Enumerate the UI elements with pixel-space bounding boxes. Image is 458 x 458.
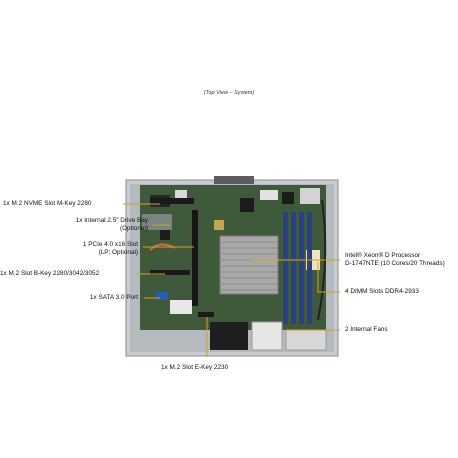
callout-pcie: 1 PCIe 4.0 x16 Slot (LP; Optional) <box>8 241 138 257</box>
callout-nvme: 1x M.2 NVME Slot M-Key 2280 <box>3 200 91 208</box>
callout-drive-bay-line1: 1x Internal 2.5" Drive Bay <box>75 217 148 224</box>
callout-pcie-line2: (LP; Optional) <box>98 249 138 257</box>
callout-pcie-line1: 1 PCIe 4.0 x16 Slot <box>82 241 138 248</box>
sata-port <box>156 292 168 300</box>
callout-sata-line1: 1x SATA 3.0 Port <box>89 294 138 301</box>
m2-b-key-slot <box>150 270 190 275</box>
callout-drive-bay-line2: (Optional) <box>119 225 148 233</box>
callout-m2b: 1x M.2 Slot B-Key 2280/3042/3052 <box>0 270 99 278</box>
callout-cpu-line1: Intel® Xeon® D Processor <box>345 252 421 259</box>
callout-cpu: Intel® Xeon® D Processor D-1747NTE (10 C… <box>345 252 445 268</box>
callout-m2b-line1: 1x M.2 Slot B-Key 2280/3042/3052 <box>0 270 100 277</box>
cpu-heatsink <box>219 235 279 295</box>
callout-line-dimm <box>317 262 340 293</box>
callout-fans-line1: 2 Internal Fans <box>345 326 388 333</box>
dimm-slots <box>283 212 312 324</box>
callout-sata: 1x SATA 3.0 Port <box>8 294 138 302</box>
pcie-slot <box>192 210 198 306</box>
callout-dimm: 4 DIMM Slots DDR4-2933 <box>345 288 419 296</box>
m2-e-key-slot <box>198 312 214 317</box>
callout-nvme-line1: 1x M.2 NVME Slot M-Key 2280 <box>3 200 92 207</box>
view-title: (Top View – System) <box>203 90 255 96</box>
drive-bay-bracket <box>142 214 172 230</box>
callout-m2e: 1x M.2 Slot E-Key 2230 <box>161 364 228 372</box>
callout-drive-bay: 1x Internal 2.5" Drive Bay (Optional) <box>18 217 148 233</box>
callout-cpu-line2: D-1747NTE (10 Cores/20 Threads) <box>345 260 445 268</box>
callout-dimm-line1: 4 DIMM Slots DDR4-2933 <box>345 288 419 295</box>
callout-lines <box>123 203 340 357</box>
callout-fans: 2 Internal Fans <box>345 326 388 334</box>
nvme-m2-slot <box>150 198 194 204</box>
internal-fans <box>210 321 327 351</box>
callout-m2e-line1: 1x M.2 Slot E-Key 2230 <box>161 364 229 371</box>
